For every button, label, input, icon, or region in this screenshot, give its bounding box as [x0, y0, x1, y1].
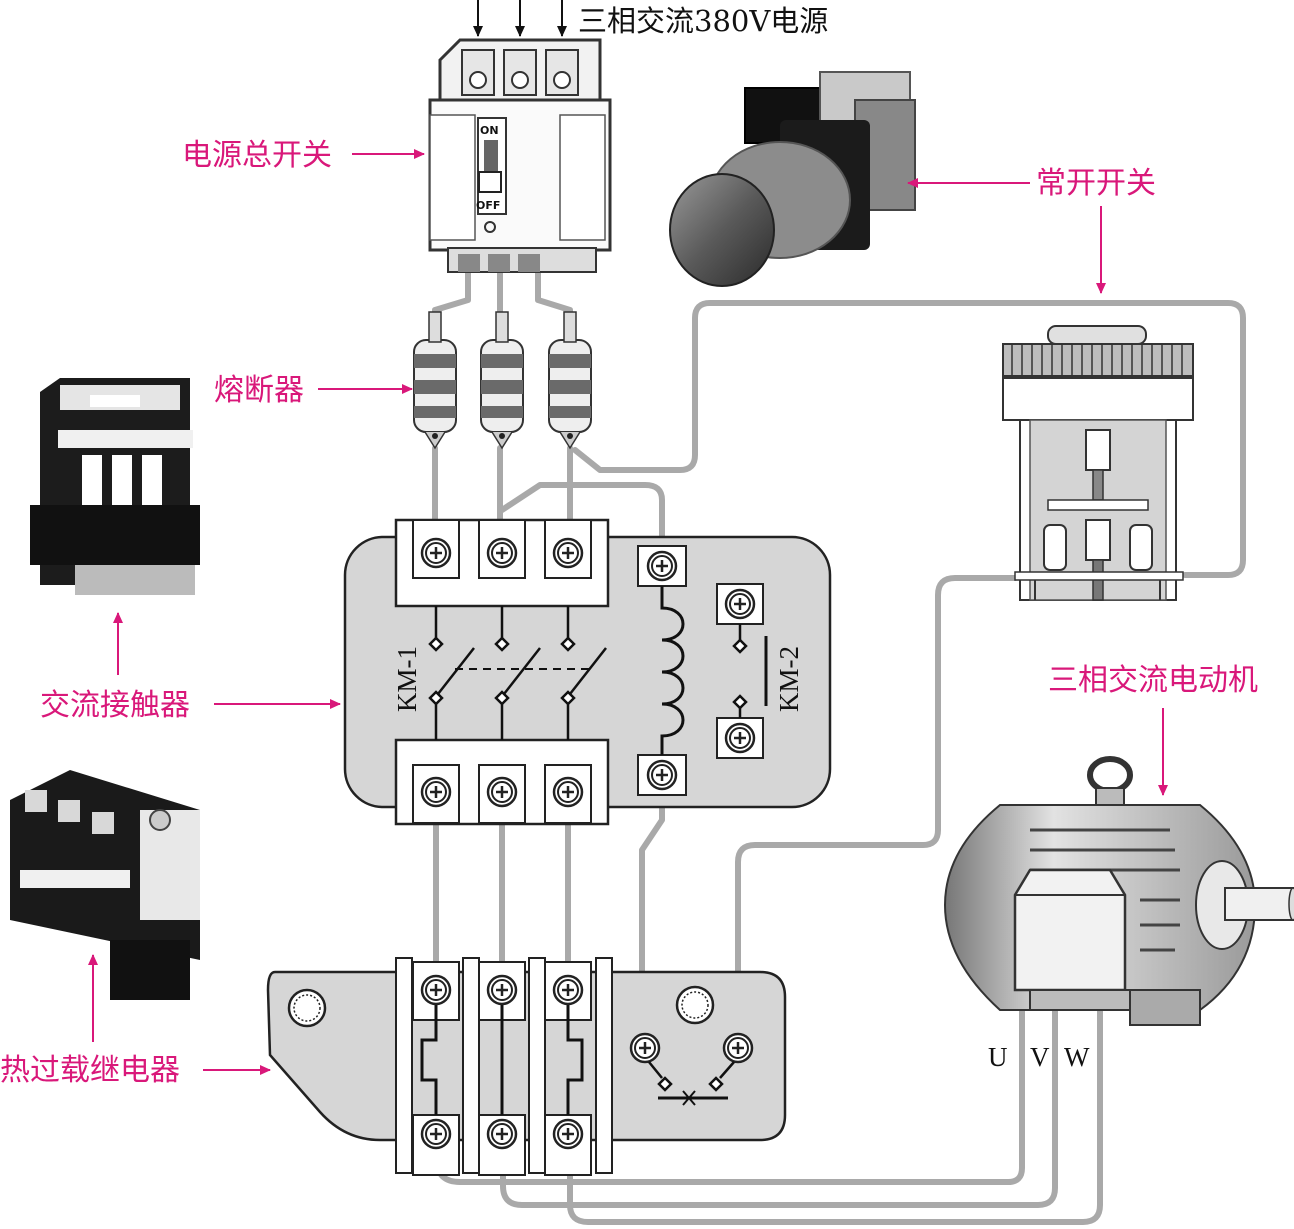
contactor-schematic — [343, 518, 832, 826]
label-fuse: 熔断器 — [214, 373, 304, 408]
motor — [943, 756, 1294, 1026]
main-breaker: ON OFF — [428, 38, 612, 273]
wire-l2-to-coil — [499, 482, 665, 553]
thermal-relay-schematic — [266, 957, 787, 1176]
wire-relay-w — [567, 992, 1103, 1225]
label-terminal-v: V — [1030, 1042, 1050, 1072]
breaker-on-text: ON — [480, 124, 499, 137]
wire-relay-v — [500, 992, 1058, 1208]
label-power-source: 三相交流380V电源 — [578, 4, 828, 38]
breaker-off-text: OFF — [476, 199, 500, 212]
label-contactor: 交流接触器 — [40, 688, 190, 723]
label-km2: KM-2 — [774, 646, 804, 712]
label-thermal-relay: 热过载继电器 — [0, 1053, 180, 1088]
label-main-switch: 电源总开关 — [182, 138, 332, 173]
label-terminal-w: W — [1064, 1042, 1090, 1072]
label-km1: KM-1 — [392, 646, 422, 712]
thermal-relay-photo — [10, 770, 200, 1000]
power-input-arrows — [473, 0, 567, 37]
contactor-photo — [30, 378, 200, 595]
wire-fuse-to-switch — [572, 300, 1246, 578]
label-terminal-u: U — [988, 1042, 1008, 1072]
switch-schematic — [1002, 325, 1194, 601]
label-motor: 三相交流电动机 — [1048, 663, 1258, 698]
pushbutton-photo — [669, 71, 916, 287]
label-normally-open-switch: 常开开关 — [1036, 166, 1156, 201]
wire-switch-to-relay — [735, 575, 1018, 1043]
fuses — [413, 311, 592, 449]
